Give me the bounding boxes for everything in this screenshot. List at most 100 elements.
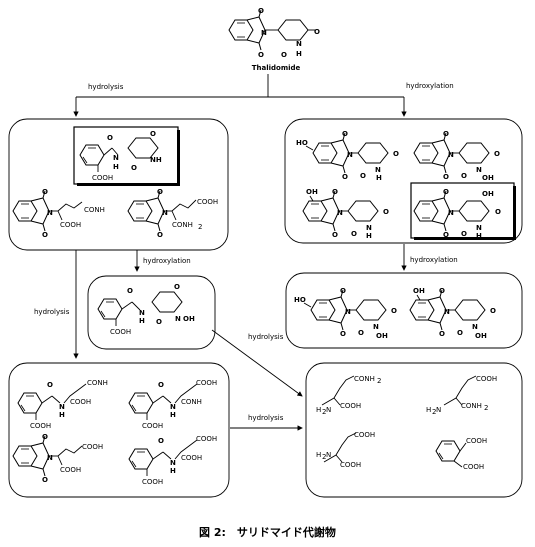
group-label: N xyxy=(436,406,441,414)
group-label: COOH xyxy=(110,328,131,336)
molecule-a2 xyxy=(12,190,83,232)
atom-label: N xyxy=(139,309,145,317)
atom-label: O xyxy=(258,7,264,15)
atom-label: OH xyxy=(376,332,388,340)
group-label: CONH xyxy=(461,402,482,410)
arrow-hydrolysis-diagonal xyxy=(211,329,303,397)
arrow-label-hydrolysis: hydrolysis xyxy=(88,83,124,91)
atom-label: O xyxy=(332,231,338,239)
atom-label: O xyxy=(157,188,163,196)
arrow-label-hydroxylation: hydroxylation xyxy=(410,256,458,264)
arrow-label-hydrolysis: hydrolysis xyxy=(248,333,284,341)
atom-label: O xyxy=(107,134,113,142)
atom-label: N xyxy=(472,323,478,331)
molecule-f2 xyxy=(443,375,477,406)
group-label: COOH xyxy=(181,454,202,462)
atom-label: N xyxy=(366,224,372,232)
group-label: COOH xyxy=(142,478,163,486)
atom-label: O xyxy=(443,130,449,138)
atom-label: O xyxy=(461,172,467,180)
atom-label: OH xyxy=(413,287,425,295)
atom-label: O xyxy=(42,231,48,239)
atom-label: O xyxy=(174,283,180,291)
group-label: COOH xyxy=(60,466,81,474)
group-label: CONH xyxy=(87,379,108,387)
subscript: 2 xyxy=(484,404,488,412)
group-label: COOH xyxy=(340,402,361,410)
atom-label: O xyxy=(439,287,445,295)
atom-label: HO xyxy=(294,296,306,304)
group-label: COOH xyxy=(466,437,487,445)
atom-label: O xyxy=(457,329,463,337)
atom-label: O xyxy=(156,318,162,326)
molecule-b2 xyxy=(413,132,490,174)
arrow-label-hydrolysis: hydrolysis xyxy=(248,414,284,422)
atom-label: OH xyxy=(475,332,487,340)
group-label: COOH xyxy=(463,463,484,471)
atom-label: N xyxy=(444,308,450,316)
atom-label: O xyxy=(494,150,500,158)
atom-label: N xyxy=(170,459,176,467)
atom-label: N xyxy=(59,403,65,411)
group-label: H xyxy=(316,451,321,459)
molecule-b3 xyxy=(302,190,379,232)
molecule-f1 xyxy=(321,375,355,406)
atom-label: O xyxy=(342,173,348,181)
subscript: 2 xyxy=(322,408,326,416)
group-label: CONH xyxy=(181,398,202,406)
molecule-e2 xyxy=(128,383,198,420)
atom-label: N xyxy=(476,224,482,232)
atom-label: O xyxy=(258,51,264,59)
molecule-b4 xyxy=(413,190,490,232)
atom-label: O xyxy=(42,188,48,196)
atom-label: O xyxy=(127,287,133,295)
atom-label: N xyxy=(476,166,482,174)
box-hydrolysis-products xyxy=(8,118,229,251)
atom-label: O xyxy=(358,329,364,337)
molecule-f3 xyxy=(323,432,357,463)
atom-label: OH xyxy=(482,190,494,198)
atom-label: O xyxy=(340,287,346,295)
box-further-hydrolysis xyxy=(8,362,230,498)
atom-label: N xyxy=(296,40,302,48)
thalidomide-structure xyxy=(228,9,315,51)
atom-label: O xyxy=(393,150,399,158)
atom-label: O xyxy=(281,51,287,59)
subscript: 2 xyxy=(432,408,436,416)
branch-connector xyxy=(73,74,407,117)
atom-label: H xyxy=(476,232,482,240)
figure-caption: 図 2: サリドマイド代謝物 xyxy=(199,526,336,539)
atom-label: N xyxy=(448,151,454,159)
molecule-d2 xyxy=(409,289,486,331)
group-label: H xyxy=(426,406,431,414)
group-label: COOH xyxy=(82,443,103,451)
atom-label: OH xyxy=(482,174,494,182)
molecule-c1 xyxy=(97,291,183,326)
atom-label: O xyxy=(490,307,496,315)
group-label: COOH xyxy=(142,422,163,430)
atom-label: OH xyxy=(183,315,195,323)
molecule-d1 xyxy=(303,289,387,331)
group-label: COOH xyxy=(92,174,113,182)
atom-label: N xyxy=(162,209,168,217)
molecule-a3 xyxy=(127,190,197,232)
group-label: N xyxy=(326,406,331,414)
group-label: COOH xyxy=(70,398,91,406)
atom-label: N xyxy=(347,151,353,159)
atom-label: O xyxy=(342,130,348,138)
box-hydroxylated-hydrolysis xyxy=(87,275,216,350)
group-label: COOH xyxy=(354,431,375,439)
atom-label: N xyxy=(175,315,181,323)
atom-label: O xyxy=(443,231,449,239)
atom-label: O xyxy=(351,230,357,238)
box-final-products xyxy=(305,362,523,498)
atom-label: O xyxy=(158,437,164,445)
group-label: COOH xyxy=(196,435,217,443)
molecule-e3 xyxy=(12,435,83,477)
thalidomide-label: Thalidomide xyxy=(252,64,301,72)
atom-label: H xyxy=(113,163,119,171)
arrow-label-hydroxylation: hydroxylation xyxy=(406,82,454,90)
atom-label: H xyxy=(59,411,65,419)
atom-label: O xyxy=(383,208,389,216)
